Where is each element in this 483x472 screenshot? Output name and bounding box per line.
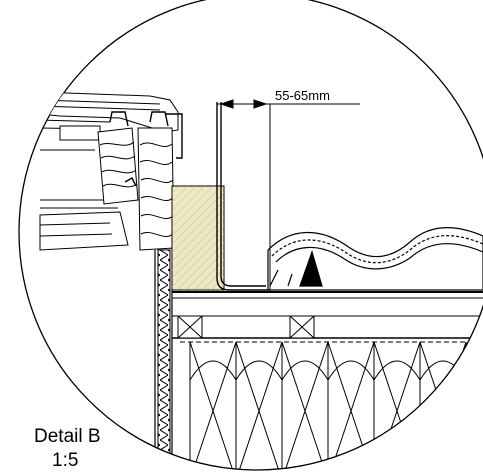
battens	[177, 315, 315, 339]
wall-insulation	[157, 249, 171, 470]
detail-scale: 1:5	[52, 450, 79, 471]
metal-profiles	[109, 111, 183, 187]
detail-title: Detail B	[34, 426, 101, 447]
upstand-flashing	[216, 102, 271, 291]
timber-sections	[97, 127, 175, 251]
roof-deck	[172, 291, 483, 343]
window-frame	[39, 91, 179, 251]
roof-tiles	[267, 227, 483, 291]
dimension-label: 55-65mm	[275, 88, 330, 103]
dimension-marker	[217, 99, 360, 290]
